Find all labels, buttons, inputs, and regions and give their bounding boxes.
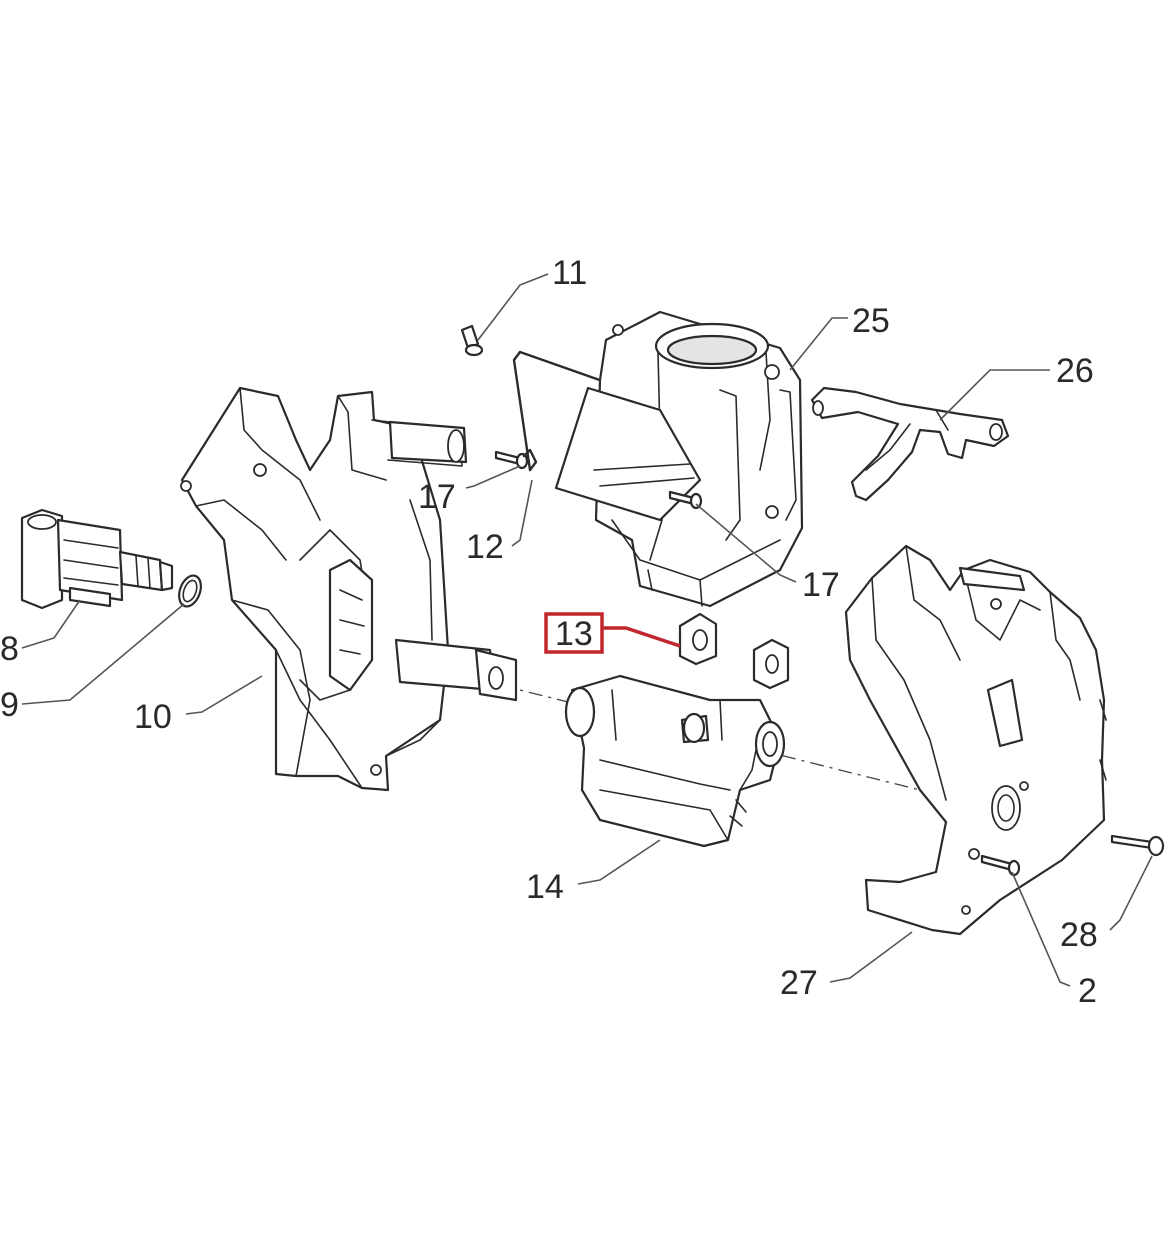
- callout-12: 12: [466, 528, 504, 566]
- callout-labels: 11 25 26 17 12 17 8 9 10 13 14 28 27 2: [0, 254, 1098, 1010]
- callout-13: 13: [555, 615, 593, 653]
- part-27-right-housing: [844, 544, 1107, 936]
- part-8-coupling: [20, 508, 174, 610]
- callout-11: 11: [552, 254, 587, 292]
- highlight-callout-13: [544, 612, 681, 654]
- part-28-screw: [1110, 834, 1165, 857]
- part-14-piston-carrier: [564, 674, 786, 848]
- part-25-brew-chamber: [554, 310, 804, 608]
- callout-8: 8: [0, 630, 19, 668]
- callout-17-left: 17: [418, 478, 456, 516]
- part-17-screw-right: [668, 490, 703, 510]
- callout-2: 2: [1078, 972, 1097, 1010]
- callout-10: 10: [134, 698, 172, 736]
- callout-14: 14: [526, 868, 564, 906]
- part-9-o-ring: [178, 574, 202, 608]
- callout-9: 9: [0, 686, 19, 724]
- callout-27: 27: [780, 964, 818, 1002]
- callout-17-right: 17: [802, 566, 840, 604]
- callout-25: 25: [852, 302, 890, 340]
- part-26-lever: [810, 386, 1010, 502]
- part-11-screw: [460, 324, 484, 357]
- part-17-screw-left: [494, 450, 529, 470]
- callout-26: 26: [1056, 352, 1094, 390]
- leader-lines: [21, 273, 1153, 987]
- part-10-left-housing: [180, 386, 518, 792]
- callout-28: 28: [1060, 916, 1098, 954]
- part-13-nuts: [678, 612, 790, 690]
